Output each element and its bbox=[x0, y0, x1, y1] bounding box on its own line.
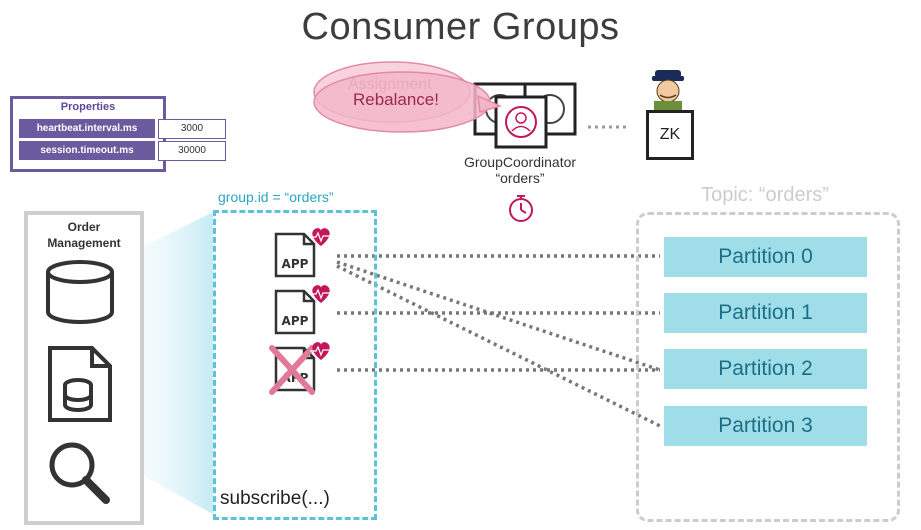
stopwatch-icon bbox=[509, 195, 533, 222]
diagram-title: Consumer Groups bbox=[301, 6, 620, 48]
order-management-line2: Management bbox=[47, 236, 121, 250]
search-icon bbox=[49, 442, 110, 504]
group-id-label: group.id = “orders” bbox=[218, 189, 334, 205]
partition-2: Partition 2 bbox=[664, 349, 867, 389]
consumer-app-icon: APP bbox=[274, 289, 316, 335]
property-value: 30000 bbox=[158, 141, 226, 161]
heartbeat-icon bbox=[310, 285, 332, 303]
failed-consumer-app-icon: APP bbox=[269, 345, 316, 395]
connection-line bbox=[336, 260, 661, 372]
subscribe-label: subscribe(...) bbox=[220, 488, 330, 509]
app-label: APP bbox=[282, 314, 309, 328]
partition-0: Partition 0 bbox=[664, 237, 867, 277]
consumer-app-icon: APP bbox=[274, 232, 316, 278]
order-management-label: Order Management bbox=[28, 219, 140, 251]
properties-heading: Properties bbox=[60, 101, 116, 113]
cross-mark bbox=[269, 345, 315, 395]
rebalance-bubble bbox=[313, 61, 503, 133]
property-value: 3000 bbox=[158, 119, 226, 139]
rebalance-label: Rebalance! bbox=[352, 90, 439, 109]
topic-label: Topic: “orders” bbox=[701, 184, 829, 206]
property-key: session.timeout.ms bbox=[19, 141, 155, 160]
group-coordinator-label: GroupCoordinator “orders” bbox=[440, 154, 600, 186]
app-label: APP bbox=[282, 257, 309, 271]
zookeeper-box: ZK bbox=[646, 110, 694, 160]
coordinator-line2: “orders” bbox=[495, 170, 545, 186]
property-key: heartbeat.interval.ms bbox=[19, 119, 155, 138]
connection-lines bbox=[336, 254, 661, 428]
database-icon bbox=[46, 260, 114, 324]
partition-1: Partition 1 bbox=[664, 293, 867, 333]
consumer-group-box bbox=[213, 210, 377, 520]
database-file-icon bbox=[48, 346, 112, 422]
heartbeat-icon bbox=[310, 228, 332, 246]
partition-3: Partition 3 bbox=[664, 406, 867, 446]
order-management-line1: Order bbox=[67, 220, 101, 234]
heartbeat-icon bbox=[310, 342, 332, 360]
coordinator-line1: GroupCoordinator bbox=[463, 154, 577, 170]
assignment-text: Assignment bbox=[348, 76, 432, 93]
topic-box bbox=[636, 212, 900, 522]
